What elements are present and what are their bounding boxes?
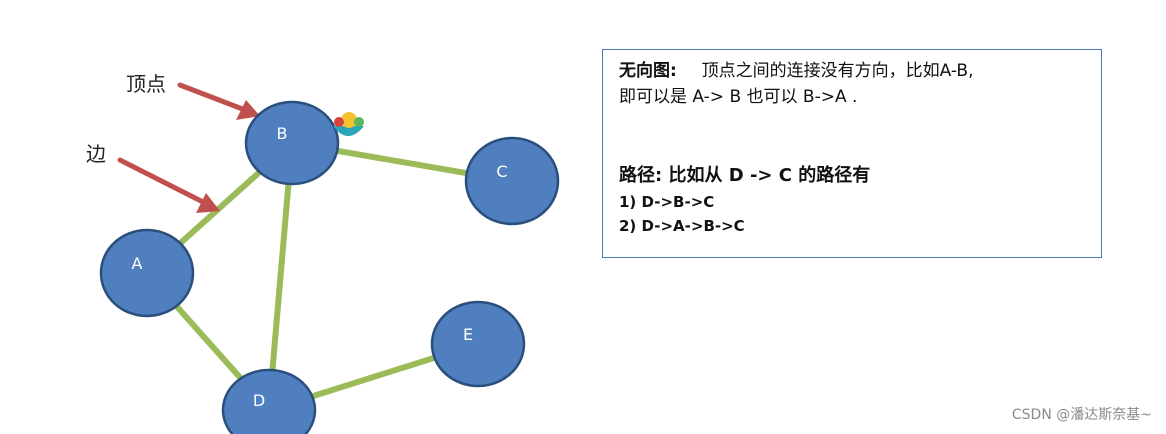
undirected-title: 无向图:: [619, 61, 677, 81]
node-e-label: E: [463, 325, 473, 344]
edge-label: 边: [86, 142, 106, 166]
vertex-pointer-arrow: [177, 82, 248, 113]
path-1: 1) D->B->C: [619, 193, 715, 211]
undirected-text: 顶点之间的连接没有方向，比如A-B,: [701, 61, 974, 81]
node-a-label: A: [132, 254, 143, 273]
node-c: [464, 136, 560, 226]
path-title: 路径: 比如从 D -> C 的路径有: [619, 165, 871, 186]
edge-arrow-head: [196, 193, 220, 213]
fruit-bowl-icon: [333, 112, 364, 136]
node-a: [99, 228, 195, 318]
watermark: CSDN @潘达斯奈基~: [1011, 407, 1152, 423]
undirected-text-2: 即可以是 A-> B 也可以 B->A .: [619, 87, 858, 107]
node-d-label: D: [253, 391, 265, 410]
node-d: [221, 368, 317, 434]
node-c-label: C: [496, 162, 507, 181]
node-b-label: B: [277, 124, 288, 143]
path-2: 2) D->A->B->C: [619, 217, 745, 235]
edge-pointer-arrow: [117, 157, 208, 206]
edge-b-d: [266, 142, 295, 411]
node-e: [430, 300, 526, 388]
vertex-label: 顶点: [126, 72, 166, 96]
node-b: [244, 100, 340, 186]
info-box: 无向图: 顶点之间的连接没有方向，比如A-B, 即可以是 A-> B 也可以 B…: [602, 49, 1102, 258]
undirected-line: 无向图: 顶点之间的连接没有方向，比如A-B,: [619, 58, 1085, 84]
arrows: [117, 82, 260, 213]
nodes: A B C D E: [99, 100, 560, 434]
vertex-arrow-head: [236, 100, 260, 120]
